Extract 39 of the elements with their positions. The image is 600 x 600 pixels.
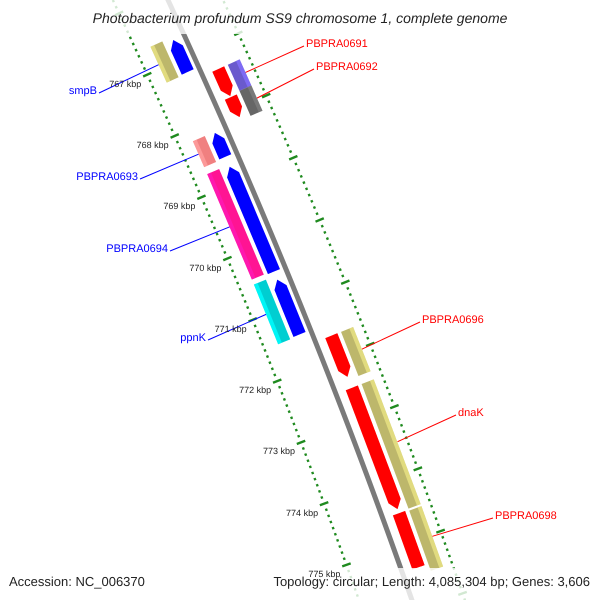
- scale-label: 768 kbp: [136, 140, 169, 150]
- leader-line: [140, 154, 200, 180]
- gene-bar: [409, 506, 444, 571]
- leader-line: [361, 322, 420, 350]
- directional-gene: [224, 94, 242, 118]
- directional-gene: [227, 166, 280, 274]
- scale-label: 770 kbp: [189, 264, 222, 273]
- gene-label: smpB: [68, 86, 97, 97]
- gene-label: PBPRA0692: [316, 62, 378, 73]
- leader-line: [256, 68, 314, 99]
- gene-label: PBPRA0694: [106, 244, 168, 255]
- leader-line: [245, 46, 304, 73]
- gene-label: PBPRA0691: [306, 39, 368, 50]
- leader-line: [397, 414, 456, 442]
- scale-label: 772 kbp: [239, 386, 272, 396]
- scale-label: 775 kbp: [308, 570, 340, 579]
- gene-bar: [362, 379, 421, 509]
- leader-line: [432, 518, 494, 537]
- directional-gene: [212, 66, 233, 96]
- gene-bar: [341, 327, 371, 376]
- title: Photobacterium profundum SS9 chromosome 1, complete genome: [92, 11, 508, 25]
- scale-label: 774 kbp: [286, 508, 318, 518]
- gene-label: dnaK: [458, 408, 484, 419]
- scale-label: 771 kbp: [214, 324, 247, 334]
- scale-label: 773 kbp: [262, 447, 295, 456]
- gene-bar: [239, 86, 262, 116]
- leader-line: [170, 226, 230, 252]
- leader-line: [208, 314, 267, 340]
- leader-line: [98, 64, 160, 94]
- gene-label: PBPRA0698: [495, 511, 557, 522]
- gene-label: ppnK: [180, 333, 206, 344]
- gene-label: PBPRA0693: [76, 172, 138, 183]
- directional-gene: [274, 280, 306, 337]
- gene-bar: [150, 41, 179, 83]
- accession-text: Accession: NC_006370: [9, 575, 145, 588]
- scale-label: 769 kbp: [163, 202, 196, 212]
- gene-label: PBPRA0696: [422, 315, 484, 326]
- directional-gene: [212, 132, 232, 160]
- gene-bar: [192, 136, 216, 168]
